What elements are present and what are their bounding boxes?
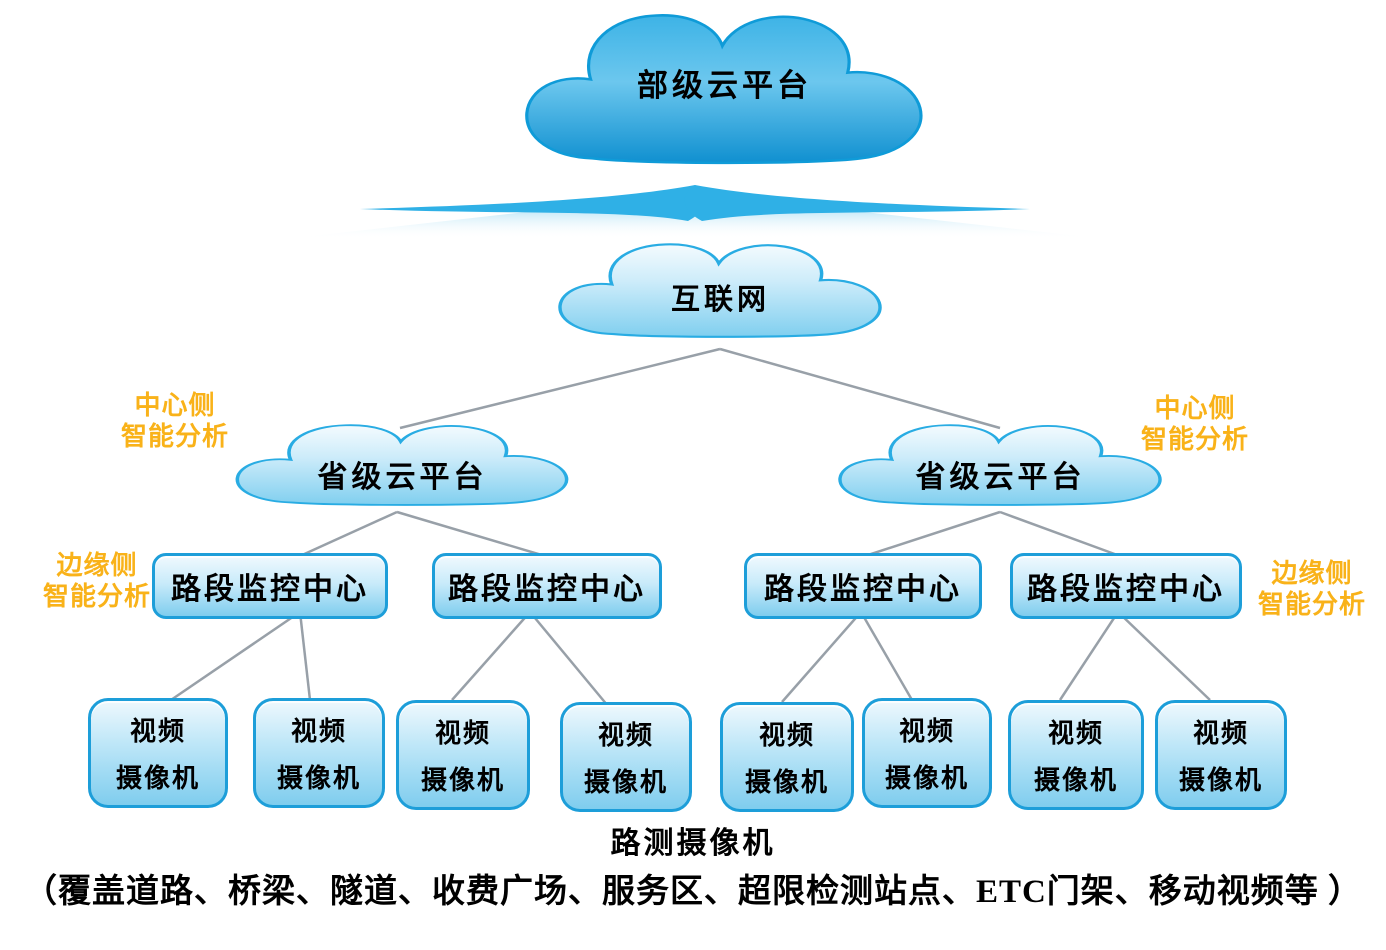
camera-box-4: 视频 摄像机 [560, 702, 692, 812]
cloud-icon [838, 424, 1162, 506]
camera-box-5: 视频 摄像机 [720, 702, 854, 812]
cloud-provincial-left-label: 省级云平台 [317, 461, 488, 494]
monitor-box-label: 路段监控中心 [1027, 573, 1225, 606]
cloud-icon [558, 243, 882, 338]
cloud-internet: 互联网 [548, 236, 893, 352]
camera-label-line2: 摄像机 [1033, 766, 1118, 795]
label-center-side-right: 中心侧 智能分析 [1115, 393, 1275, 455]
monitor-box-1: 路段监控中心 [152, 553, 388, 619]
label-edge-side-left: 边缘侧 智能分析 [22, 550, 172, 612]
camera-box-2: 视频 摄像机 [253, 698, 385, 808]
monitor-box-2: 路段监控中心 [432, 553, 662, 619]
label-line: 智能分析 [120, 422, 229, 451]
camera-label-line2: 摄像机 [276, 764, 361, 793]
camera-label-line2: 摄像机 [1178, 766, 1263, 795]
label-line: 智能分析 [1140, 425, 1249, 454]
monitor-box-label: 路段监控中心 [171, 573, 369, 606]
camera-label-line1: 视频 [129, 717, 186, 746]
label-edge-side-right: 边缘侧 智能分析 [1242, 558, 1382, 620]
label-line: 边缘侧 [1271, 559, 1353, 588]
cloud-icon [525, 14, 923, 165]
camera-box-1: 视频 摄像机 [88, 698, 228, 808]
label-center-side-left: 中心侧 智能分析 [95, 390, 255, 452]
monitor-box-label: 路段监控中心 [448, 573, 646, 606]
cloud-icon [235, 424, 569, 506]
cloud-provincial-left: 省级云平台 [225, 418, 580, 518]
cloud-reflection [290, 185, 1105, 239]
cloud-ministry-label: 部级云平台 [637, 68, 812, 103]
caption-coverage: （覆盖道路、桥梁、隧道、收费广场、服务区、超限检测站点、ETC门架、移动视频等 … [23, 874, 1363, 910]
camera-label-line2: 摄像机 [583, 768, 668, 797]
cloud-provincial-right: 省级云平台 [828, 418, 1173, 518]
cloud-provincial-right-label: 省级云平台 [915, 461, 1086, 494]
camera-label-line2: 摄像机 [744, 768, 829, 797]
camera-box-3: 视频 摄像机 [396, 700, 530, 810]
monitor-box-3: 路段监控中心 [744, 553, 982, 619]
camera-label-line1: 视频 [290, 717, 347, 746]
camera-label-line2: 摄像机 [115, 764, 200, 793]
cloud-ministry: 部级云平台 [512, 2, 937, 187]
camera-label-line2: 摄像机 [420, 766, 505, 795]
camera-label-line1: 视频 [1192, 719, 1249, 748]
camera-label-line1: 视频 [1047, 719, 1104, 748]
camera-box-6: 视频 摄像机 [862, 698, 992, 808]
camera-label-line1: 视频 [758, 721, 815, 750]
camera-label-line1: 视频 [597, 721, 654, 750]
label-line: 智能分析 [42, 582, 151, 611]
camera-label-line1: 视频 [898, 717, 955, 746]
camera-label-line1: 视频 [434, 719, 491, 748]
monitor-box-label: 路段监控中心 [764, 573, 962, 606]
label-line: 智能分析 [1257, 590, 1366, 619]
label-line: 中心侧 [134, 391, 216, 420]
cloud-internet-label: 互联网 [670, 284, 770, 316]
caption-roadside-camera: 路测摄像机 [610, 827, 776, 860]
label-line: 边缘侧 [56, 551, 138, 580]
monitor-box-4: 路段监控中心 [1010, 553, 1242, 619]
camera-box-8: 视频 摄像机 [1155, 700, 1287, 810]
camera-label-line2: 摄像机 [884, 764, 969, 793]
camera-box-7: 视频 摄像机 [1008, 700, 1144, 810]
label-line: 中心侧 [1154, 394, 1236, 423]
